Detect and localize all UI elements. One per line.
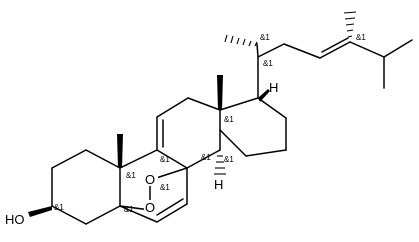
bond: [156, 149, 188, 169]
ring-b: [119, 149, 188, 223]
oxygen-label: O: [145, 172, 155, 187]
bond: [257, 97, 287, 119]
stereo-label: &1: [160, 183, 170, 192]
wedge-bond: [117, 134, 123, 168]
bond: [219, 129, 247, 157]
hashed-bond: [343, 11, 357, 38]
ring-d: [217, 56, 287, 157]
bond: [383, 39, 413, 58]
stereo-label: &1: [356, 33, 366, 42]
ring-a: [28, 134, 123, 225]
bond: [283, 43, 321, 59]
bond: [349, 41, 385, 58]
wedge-bond: [258, 89, 270, 102]
bond: [321, 37, 349, 53]
bond: [156, 203, 188, 223]
hashed-bond: [214, 155, 226, 175]
oxygen-label: O: [145, 200, 155, 215]
side-chain: [224, 11, 413, 89]
bond: [119, 149, 158, 169]
bond: [257, 43, 285, 58]
wedge-bond: [217, 75, 223, 110]
hydrogen-label: H: [269, 80, 278, 95]
stereo-label: &1: [201, 153, 211, 162]
stereo-label: &1: [160, 155, 170, 164]
bond: [119, 205, 158, 223]
bond: [85, 205, 121, 225]
bond: [51, 149, 87, 169]
bond: [51, 205, 87, 225]
bond: [186, 149, 221, 169]
wedge-bond: [28, 206, 52, 217]
bond: [245, 149, 287, 157]
ring-c: [156, 97, 226, 175]
bond: [187, 97, 221, 111]
hydroxyl-label: HO: [5, 212, 25, 227]
hashed-bond: [224, 34, 258, 47]
hydrogen-label: H: [214, 177, 223, 192]
bond: [156, 97, 189, 118]
atom-labels: O O HO H H H: [5, 80, 278, 227]
stereo-label: &1: [224, 155, 234, 164]
bond: [85, 149, 121, 169]
bond: [319, 41, 351, 59]
bond: [219, 97, 259, 111]
stereo-label: &1: [124, 205, 134, 214]
stereo-label: &1: [126, 171, 136, 180]
stereo-label: &1: [54, 203, 64, 212]
bond: [256, 43, 259, 58]
stereo-label: &1: [263, 59, 273, 68]
bond: [156, 198, 184, 216]
stereo-labels: &1 &1 &1 &1 &1 &1 &1 &1 &1 &1 &1: [54, 33, 366, 214]
stereo-label: &1: [260, 33, 270, 42]
stereo-label: &1: [224, 115, 234, 124]
